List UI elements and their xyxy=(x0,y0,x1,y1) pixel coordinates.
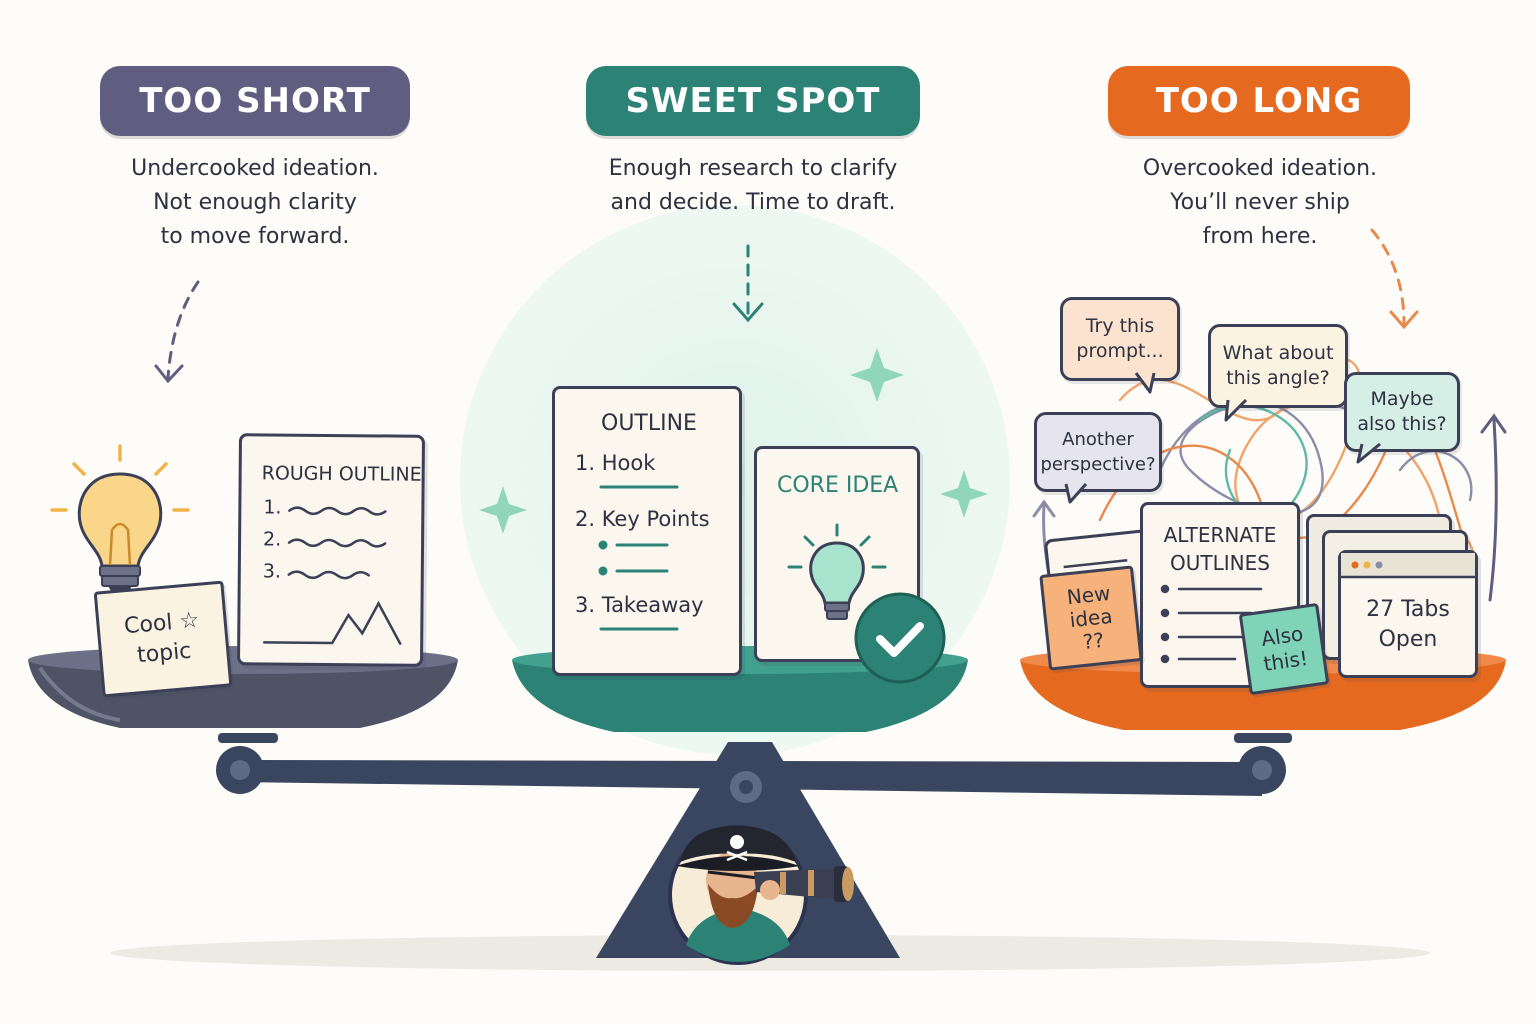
pirate-captain-icon xyxy=(668,825,808,965)
also-this-sticky-note: Also this! xyxy=(1238,602,1330,696)
rough-outline-card: ROUGH OUTLINE 1. 2. 3. xyxy=(236,433,426,667)
bubble-line: Another xyxy=(1062,429,1134,450)
sparkle-icon xyxy=(850,348,904,402)
checkmark-icon xyxy=(854,592,946,684)
sweet-arrowhead-icon xyxy=(732,302,764,323)
too-long-description: Overcooked ideation. You’ll never ship f… xyxy=(1110,152,1410,254)
bubble-line: this angle? xyxy=(1226,367,1330,389)
bubble-line: Maybe xyxy=(1370,388,1434,410)
sweet-spot-desc-line: and decide. Time to draft. xyxy=(610,190,896,215)
sweet-spot-label: SWEET SPOT xyxy=(586,66,920,136)
outline-title: OUTLINE xyxy=(601,411,697,436)
sweet-spot-description: Enough research to clarify and decide. T… xyxy=(575,152,931,220)
new-idea-sticky-note: New idea ?? xyxy=(1039,565,1143,671)
too-long-desc-line: You’ll never ship xyxy=(1170,190,1350,215)
right-joint-pin xyxy=(1252,760,1272,780)
speech-bubble-what-about: What about this angle? xyxy=(1208,324,1348,408)
too-long-desc-line: from here. xyxy=(1202,224,1318,249)
browser-title-bar xyxy=(1341,553,1475,579)
left-joint-pin xyxy=(230,760,250,780)
alt-title-line: OUTLINES xyxy=(1170,551,1270,575)
outline-underlines xyxy=(598,485,679,631)
speech-bubble-try-prompt: Try this prompt... xyxy=(1060,297,1180,381)
alternate-outlines-title: ALTERNATE OUTLINES xyxy=(1143,521,1297,577)
up-arrowhead-icon xyxy=(1032,499,1056,518)
too-short-desc-line: Not enough clarity xyxy=(153,190,357,215)
tabs-line: 27 Tabs xyxy=(1366,597,1450,622)
telescope-icon xyxy=(754,866,854,902)
bubble-line: What about xyxy=(1222,342,1334,364)
right-hanger xyxy=(1234,733,1292,743)
outline-item-key-points: 2. Key Points xyxy=(575,507,710,531)
scribble-lines xyxy=(262,506,402,645)
bubble-line: also this? xyxy=(1357,413,1447,435)
bubble-line: Try this xyxy=(1085,315,1155,337)
too-long-label: TOO LONG xyxy=(1108,66,1410,136)
up-arrow-icon xyxy=(1488,418,1498,602)
left-hanger xyxy=(218,733,278,743)
long-arrowhead-icon xyxy=(1389,310,1419,330)
too-short-desc-line: Undercooked ideation. xyxy=(131,156,379,181)
too-short-description: Undercooked ideation. Not enough clarity… xyxy=(105,152,405,254)
up-arrowhead-icon xyxy=(1480,413,1507,434)
sparkle-icon xyxy=(940,470,988,518)
core-idea-title: CORE IDEA xyxy=(777,473,899,498)
too-short-desc-line: to move forward. xyxy=(160,224,350,249)
alt-outline-lines xyxy=(1160,584,1263,664)
sparkle-icon xyxy=(479,486,527,534)
lightbulb-icon xyxy=(787,523,887,620)
outline-card: OUTLINE 1. Hook 2. Key Points 3. Takeawa… xyxy=(552,386,742,676)
alt-title-line: ALTERNATE xyxy=(1163,523,1277,547)
too-short-label: TOO SHORT xyxy=(100,66,410,136)
short-arrowhead-icon xyxy=(154,364,184,384)
outline-item-hook: 1. Hook xyxy=(575,451,656,475)
outline-item-takeaway: 3. Takeaway xyxy=(575,593,704,617)
sweet-spot-desc-line: Enough research to clarify xyxy=(608,156,898,181)
bubble-line: prompt... xyxy=(1076,340,1164,362)
speech-bubble-another-perspective: Another perspective? xyxy=(1034,412,1162,492)
short-arrow-icon xyxy=(166,280,200,380)
bubble-line: perspective? xyxy=(1040,454,1156,475)
speech-bubble-maybe-also: Maybe also this? xyxy=(1344,372,1460,452)
long-arrow-icon xyxy=(1370,228,1406,326)
skull-icon xyxy=(726,835,748,862)
lightbulb-icon xyxy=(50,444,190,596)
tabs-open-text: 27 Tabs Open xyxy=(1341,595,1475,655)
browser-window-front: 27 Tabs Open xyxy=(1338,550,1478,678)
tabs-line: Open xyxy=(1378,627,1438,652)
too-long-desc-line: Overcooked ideation. xyxy=(1142,156,1378,181)
